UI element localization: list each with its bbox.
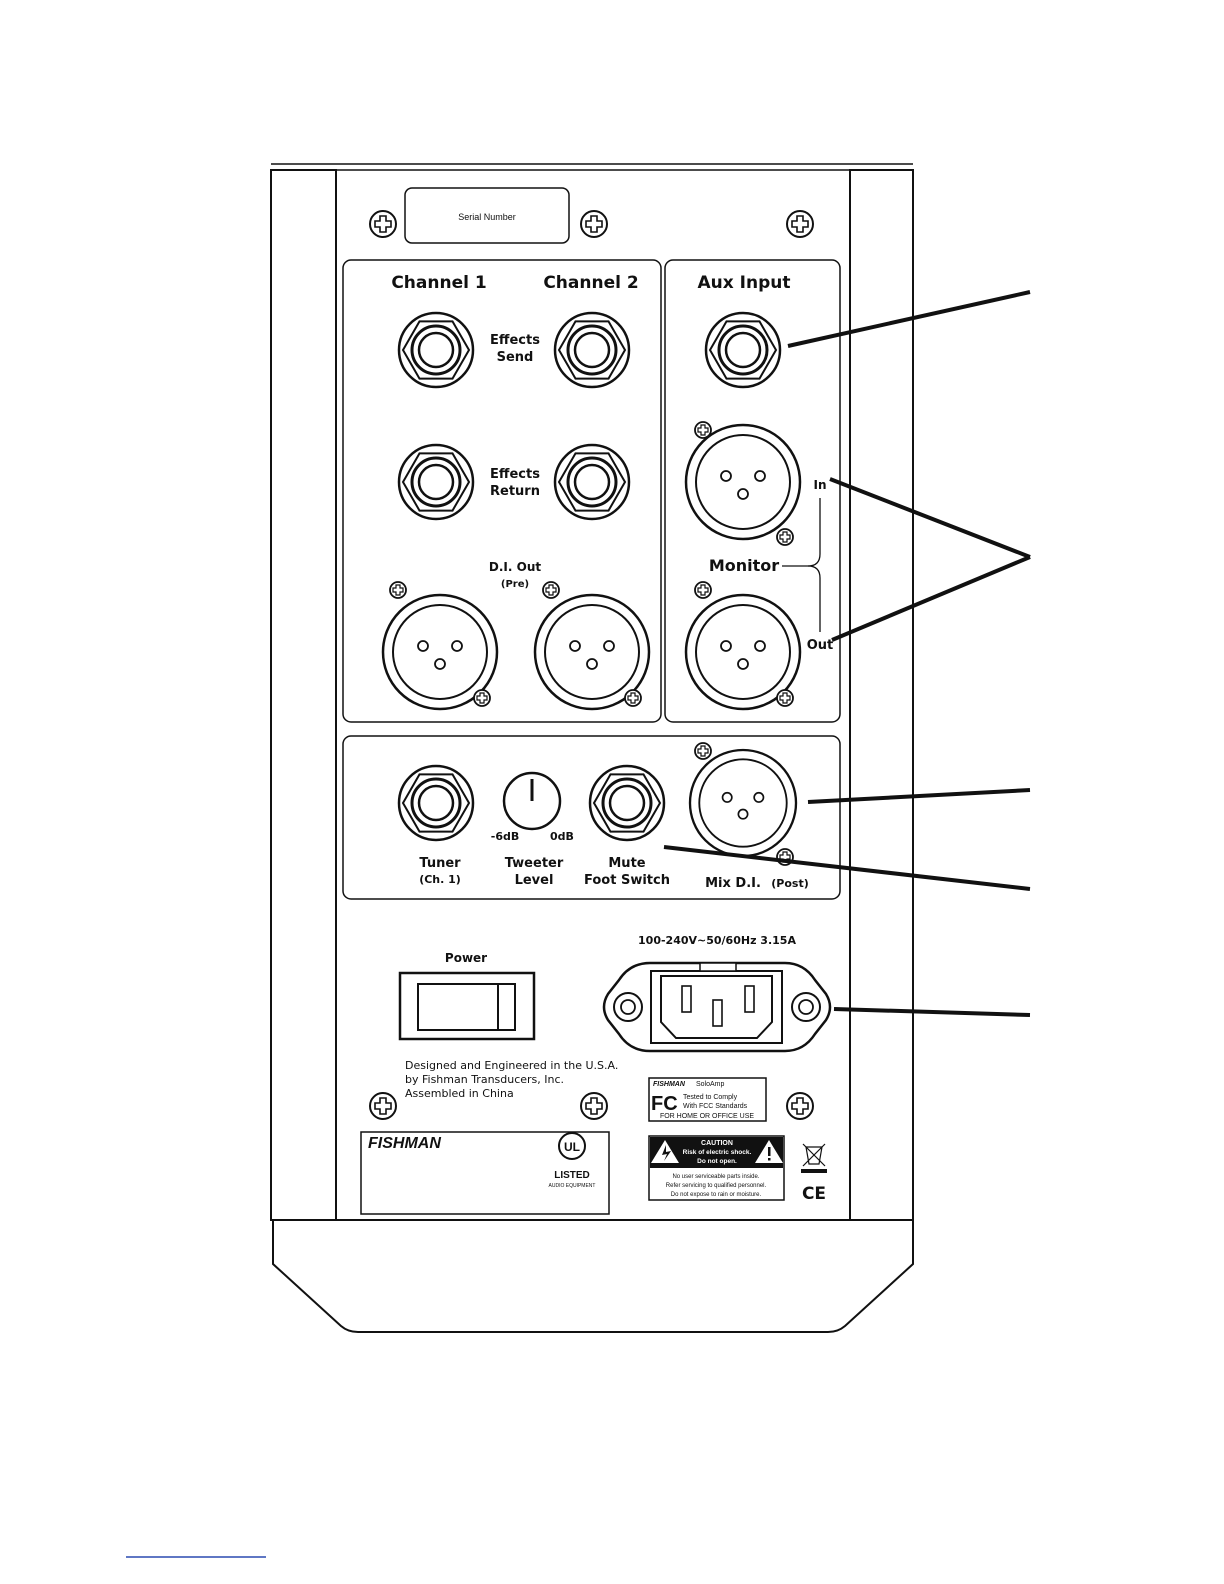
ul-listed-label: LISTED (554, 1170, 590, 1181)
ch2-effects-send-jack[interactable] (553, 311, 631, 389)
serial-number-plate: Serial Number (404, 187, 570, 244)
caution-body-2: Refer servicing to qualified personnel. (666, 1183, 767, 1189)
caution-line-2: Do not open. (697, 1158, 737, 1165)
ch1-effects-return-jack[interactable] (397, 443, 475, 521)
screw-icon (624, 689, 642, 707)
monitor-bracket-lower (807, 565, 821, 632)
fcc-model: SoloAmp (696, 1081, 725, 1088)
caution-body-1: No user serviceable parts inside. (672, 1174, 759, 1180)
iec-power-inlet[interactable] (602, 961, 832, 1053)
tweeter-max-label: 0dB (550, 830, 574, 843)
tuner-out-jack[interactable] (397, 764, 475, 842)
screw-icon (580, 210, 608, 238)
tuner-label: Tuner (419, 856, 461, 871)
power-label: Power (445, 951, 487, 965)
ul-logo-text: UL (564, 1140, 580, 1154)
fcc-brand: FISHMAN (653, 1081, 686, 1088)
screw-icon (786, 1092, 814, 1120)
callout-line-power-inlet (833, 1007, 1031, 1017)
screw-icon (389, 581, 407, 599)
callout-line-mix-di (807, 788, 1031, 804)
screw-icon (542, 581, 560, 599)
power-rating-label: 100-240V~50/60Hz 3.15A (638, 934, 796, 947)
fcc-compliance-label: FISHMAN SoloAmp FC Tested to Comply With… (648, 1077, 767, 1122)
ul-equipment-label: AUDIO EQUIPMENT (549, 1183, 596, 1189)
power-switch[interactable] (398, 971, 536, 1041)
caution-body-3: Do not expose to rain or moisture. (671, 1192, 762, 1198)
callout-line-mute (663, 845, 1031, 891)
ch1-effects-send-jack[interactable] (397, 311, 475, 389)
screw-icon (694, 581, 712, 599)
aux-input-label: Aux Input (698, 273, 791, 293)
fcc-logo-icon: FC (651, 1093, 678, 1115)
ch2-effects-return-jack[interactable] (553, 443, 631, 521)
screw-icon (786, 210, 814, 238)
tweeter-label-line2: Level (515, 873, 554, 888)
effects-send-label-line2: Send (497, 350, 534, 365)
credits-line-1: Designed and Engineered in the U.S.A. (405, 1059, 618, 1072)
mix-di-label: Mix D.I. (705, 876, 761, 891)
mute-label-line1: Mute (608, 856, 645, 871)
screw-icon (369, 1092, 397, 1120)
tweeter-level-knob[interactable] (502, 771, 562, 831)
mix-di-xlr-connector[interactable] (688, 748, 798, 858)
tweeter-label-line1: Tweeter (505, 856, 564, 871)
ce-mark-icon: CE (802, 1184, 826, 1204)
amp-base (272, 1219, 914, 1333)
callout-line-aux (787, 290, 1031, 348)
brand-plate: FISHMAN UL LISTED AUDIO EQUIPMENT (360, 1131, 610, 1215)
monitor-in-label: In (813, 478, 826, 492)
callout-line-monitor-out (831, 555, 1031, 642)
screw-icon (580, 1092, 608, 1120)
mute-footswitch-jack[interactable] (588, 764, 666, 842)
screw-icon (776, 689, 794, 707)
mute-label-line2: Foot Switch (584, 873, 670, 888)
screw-icon (369, 210, 397, 238)
caution-title: CAUTION (701, 1140, 733, 1147)
effects-send-label-line1: Effects (490, 333, 540, 348)
weee-bin-icon (801, 1143, 827, 1173)
fcc-line-3: FOR HOME OR OFFICE USE (660, 1113, 754, 1120)
credits-line-3: Assembled in China (405, 1087, 514, 1100)
callout-lines (663, 290, 1031, 1017)
mix-di-post-label: (Post) (771, 877, 808, 890)
screw-icon (473, 689, 491, 707)
fishman-logo: FISHMAN (368, 1135, 441, 1152)
monitor-out-label: Out (807, 638, 834, 653)
tweeter-min-label: -6dB (491, 830, 519, 843)
ul-logo-icon (558, 1132, 586, 1160)
screw-icon (694, 742, 712, 760)
di-out-pre-label: (Pre) (501, 579, 529, 590)
caution-label: CAUTION Risk of electric shock. Do not o… (648, 1135, 785, 1201)
channel-2-label: Channel 2 (543, 273, 638, 293)
tuner-channel-label: (Ch. 1) (419, 873, 461, 886)
amp-enclosure (270, 163, 914, 1333)
screw-icon (776, 528, 794, 546)
monitor-in-xlr-connector[interactable] (684, 423, 802, 541)
fcc-line-2: With FCC Standards (683, 1103, 748, 1110)
callout-line-monitor-in (829, 477, 1031, 559)
channel-1-label: Channel 1 (391, 273, 486, 293)
fcc-line-1: Tested to Comply (683, 1094, 738, 1101)
caution-line-1: Risk of electric shock. (683, 1149, 752, 1156)
monitor-label: Monitor (709, 556, 779, 575)
effects-return-label-line2: Return (490, 484, 540, 499)
credits-line-2: by Fishman Transducers, Inc. (405, 1073, 564, 1086)
effects-return-label-line1: Effects (490, 467, 540, 482)
serial-number-label: Serial Number (458, 212, 516, 222)
di-out-label: D.I. Out (489, 560, 541, 574)
aux-input-jack[interactable] (704, 311, 782, 389)
screw-icon (694, 421, 712, 439)
